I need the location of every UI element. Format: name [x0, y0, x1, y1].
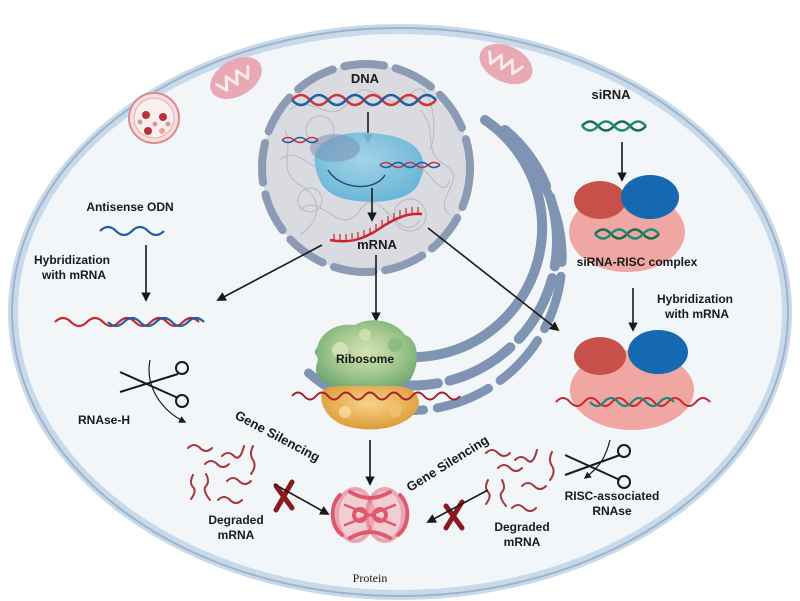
degraded-left-label-2: mRNA — [218, 528, 255, 542]
scissors-icon-rnase-h — [119, 361, 189, 408]
degraded-right-label-1: Degraded — [494, 520, 549, 534]
ribosome-label: Ribosome — [336, 352, 394, 366]
mitochondrion-left — [210, 57, 262, 99]
arrow-degraded-right-to-protein — [426, 489, 489, 523]
degraded-mrna-right — [485, 449, 555, 512]
arrow-degraded-left-to-protein — [273, 483, 330, 515]
arrow-risc-rnase-curve — [583, 439, 611, 479]
hybridization-right-label-2: with mRNA — [664, 307, 729, 321]
arrow-mrna-to-antisense — [216, 244, 323, 301]
sirna-risc-complex — [569, 175, 685, 272]
antisense-odn-label: Antisense ODN — [86, 200, 173, 214]
protein-label: Protein — [353, 571, 388, 585]
risc-rnase-label-1: RISC-associated — [565, 489, 660, 503]
risc-blue-subunit — [621, 175, 679, 219]
sirna-label: siRNA — [591, 87, 631, 102]
arrow-rnase-h-curve — [148, 359, 187, 423]
risc-red-subunit — [574, 181, 626, 219]
mrna-strand — [329, 207, 423, 243]
sirna-risc-label: siRNA-RISC complex — [577, 255, 698, 269]
mrna-label: mRNA — [357, 237, 397, 252]
block-x-icon-right — [443, 499, 465, 531]
block-x-icon-left — [273, 479, 295, 513]
risc-mrna-complex — [555, 330, 711, 430]
antisense-odn-strand — [99, 225, 165, 237]
sirna-duplex — [581, 120, 647, 132]
risc-rnase-label-2: RNAse — [592, 504, 632, 518]
odn-mrna-hybrid — [54, 316, 205, 328]
ribosome-mrna-strand — [291, 391, 461, 401]
protein — [330, 487, 410, 543]
hybridization-left-label-2: with mRNA — [41, 268, 106, 282]
arrow-mrna-to-sirna — [427, 227, 560, 332]
dna-label: DNA — [351, 71, 380, 86]
degraded-left-label-1: Degraded — [208, 513, 263, 527]
scissors-icon-risc-rnase — [564, 444, 631, 489]
degraded-mrna-left — [187, 444, 256, 504]
cell-membrane-line — [11, 27, 789, 597]
degraded-right-label-2: mRNA — [504, 535, 541, 549]
dna-helix — [291, 93, 437, 107]
ribosome — [315, 320, 419, 430]
hybridization-right-label-1: Hybridization — [657, 292, 733, 306]
hybridization-left-label-1: Hybridization — [34, 253, 110, 267]
mitochondrion-right — [479, 43, 533, 85]
rnase-h-label: RNAse-H — [78, 413, 130, 427]
rna-polymerase — [281, 132, 441, 202]
lysosome — [128, 92, 180, 144]
